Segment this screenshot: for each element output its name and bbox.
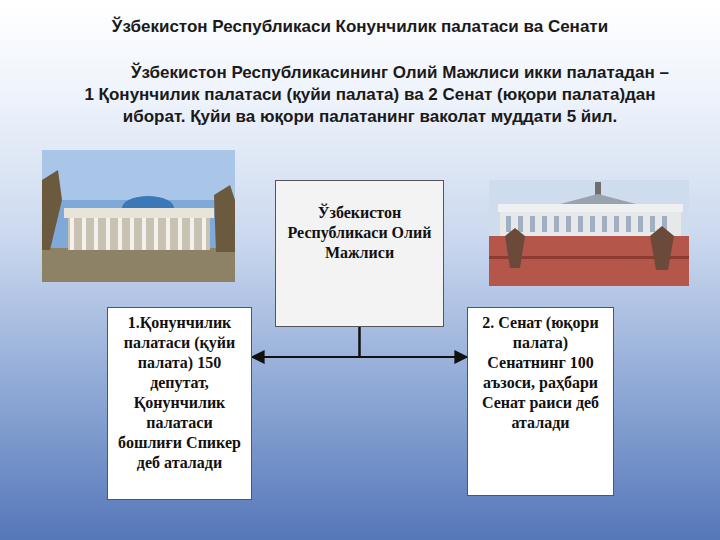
tree <box>650 226 674 270</box>
tree <box>505 228 525 268</box>
sky <box>42 150 235 282</box>
windows <box>506 216 667 232</box>
parliament-box: Ўзбекистон Республикаси Олий Мажлиси <box>275 180 444 327</box>
chamber-box: 2. Сенат (юқори палата) Сенатнинг 100 аъ… <box>467 307 614 496</box>
right-building-photo <box>489 180 689 286</box>
connector-line <box>252 327 360 357</box>
box-text: 2. Сенат (юқори палата) Сенатнинг 100 аъ… <box>474 313 607 433</box>
cornice <box>498 204 683 212</box>
tree <box>42 170 62 250</box>
roof <box>560 194 636 204</box>
chamber-box: 1.Қонунчилик палатаси (қуйи палата) 150 … <box>107 307 252 500</box>
sky-light <box>42 150 235 200</box>
box-text: Ўзбекистон Республикаси Олий Мажлиси <box>282 203 437 263</box>
ground <box>42 248 235 282</box>
connector-line <box>360 327 468 357</box>
flag-pole <box>595 182 601 196</box>
intro-paragraph: Ўзбекистон Республикасининг Олий Мажлиси… <box>68 62 672 128</box>
left-building-photo <box>42 150 235 282</box>
facade <box>500 212 681 236</box>
sky <box>489 180 689 286</box>
facade <box>68 218 210 250</box>
slide-title: Ўзбекистон Республикаси Конунчилик палат… <box>20 16 700 38</box>
box-text: 1.Қонунчилик палатаси (қуйи палата) 150 … <box>114 313 245 473</box>
roof <box>64 208 214 218</box>
tree <box>214 185 235 252</box>
columns <box>70 218 206 250</box>
